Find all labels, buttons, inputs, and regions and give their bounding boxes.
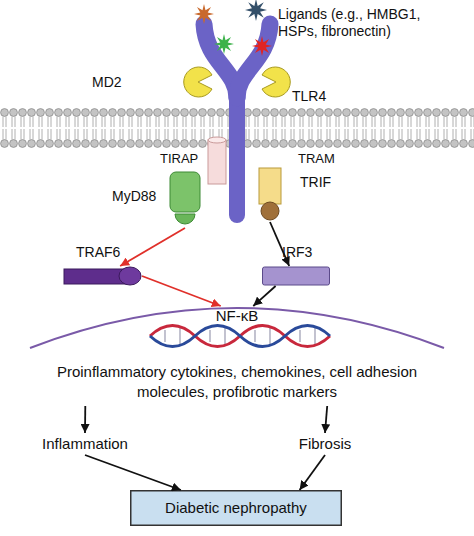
node-content: Proinflammatory cytokines, chemokines, c… — [32, 358, 442, 406]
node-text: MyD88 — [112, 188, 156, 205]
node-text: Fibrosis — [299, 434, 352, 454]
arrow-connector — [253, 286, 275, 306]
irf3-protein: IRF3 — [262, 266, 330, 286]
node-content: Diabetic nephropathy — [130, 490, 342, 526]
trif-protein: TRIF — [256, 166, 284, 222]
trif-shape — [256, 166, 284, 222]
dna-helix — [150, 326, 330, 347]
node-text: Diabetic nephropathy — [165, 498, 307, 518]
arrow-connector — [270, 222, 289, 266]
transcription-factor: NF-κB — [200, 306, 274, 326]
node-text: Proinflammatory cytokines, chemokines, c… — [47, 362, 427, 402]
md2-protein — [184, 67, 212, 97]
protein-label: TRAM — [298, 150, 335, 167]
gene-products-text: Proinflammatory cytokines, chemokines, c… — [32, 358, 442, 406]
arrow-connector — [84, 406, 86, 433]
arrow-connector — [300, 455, 325, 490]
node-content: Fibrosis — [280, 433, 370, 455]
node-text: Inflammation — [42, 434, 128, 454]
arrow-connector — [325, 406, 327, 433]
arrow-connector — [85, 455, 181, 490]
ligand-stars — [194, 0, 272, 56]
node-text: NF-κB — [216, 306, 259, 326]
traf6-shape — [64, 266, 142, 286]
outcome-text: Inflammation — [25, 433, 145, 455]
arrow-connector — [142, 276, 221, 306]
receptor-label: TLR4 — [292, 88, 326, 105]
protein-label: MD2 — [92, 74, 122, 91]
myd88-shape — [168, 170, 202, 228]
myd88-protein: MyD88 — [168, 170, 202, 228]
outcome-text: Fibrosis — [280, 433, 370, 455]
irf3-shape — [262, 266, 330, 286]
md2-protein — [262, 67, 290, 97]
ligand-label: Ligands (e.g., HMBG1, HSPs, fibronectin) — [278, 6, 448, 40]
node-text: TRAF6 — [76, 244, 120, 261]
protein-label: TIRAP — [160, 150, 198, 167]
traf6-protein: TRAF6 — [64, 266, 142, 286]
node-content: NF-κB — [200, 306, 274, 326]
tirap-protein — [208, 137, 226, 184]
disease-box: Diabetic nephropathy — [130, 490, 342, 526]
node-text: TRIF — [300, 174, 331, 191]
node-content: Inflammation — [25, 433, 145, 455]
arrow-connector — [120, 228, 185, 266]
